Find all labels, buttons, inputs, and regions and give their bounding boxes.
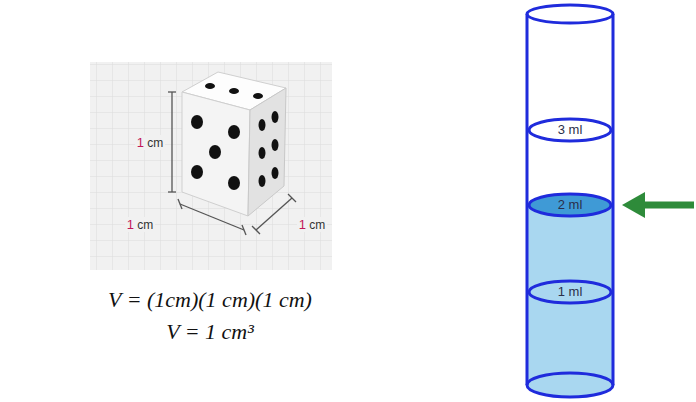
volume-formula: V = (1cm)(1 cm)(1 cm) <box>108 287 312 313</box>
graduation-mark: 2 ml <box>527 192 613 218</box>
dimension-label: 1 cm <box>135 135 166 150</box>
volume-label: 1 ml <box>527 279 613 305</box>
grid-panel <box>90 62 332 270</box>
dimension-label: 1 cm <box>125 217 156 232</box>
volume-label: 3 ml <box>527 117 613 143</box>
graduated-cylinder <box>527 5 613 397</box>
volume-label: 2 ml <box>527 192 613 218</box>
graduation-mark: 3 ml <box>527 117 613 143</box>
pointer-arrow <box>622 192 694 218</box>
graduation-mark: 1 ml <box>527 279 613 305</box>
dimension-lines <box>168 92 296 235</box>
dimension-label: 1 cm <box>297 217 328 232</box>
grid-lines <box>90 62 332 270</box>
die <box>182 72 286 216</box>
volume-result: V = 1 cm³ <box>166 319 254 345</box>
